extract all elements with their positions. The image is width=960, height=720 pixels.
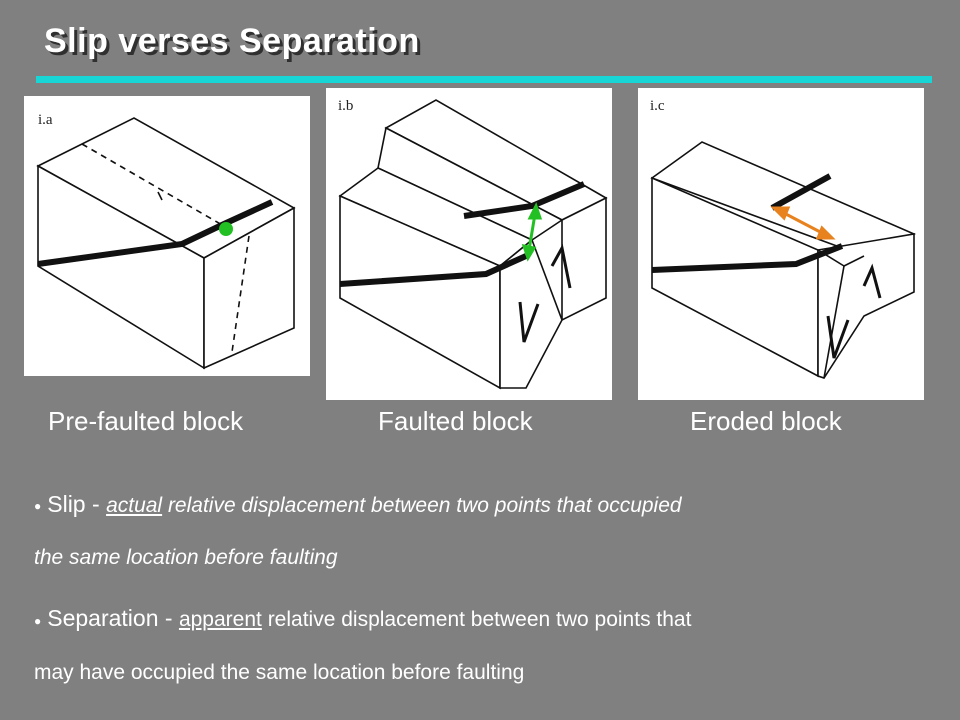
term-dash: - [85, 491, 107, 517]
separation-definition-line1: relative displacement between two points… [261, 608, 692, 632]
term-separation: Separation [47, 605, 159, 632]
figure-faulted: i.b [326, 88, 612, 400]
slip-arrow [521, 202, 543, 262]
slip-definition-line2: the same location before faulting [34, 546, 338, 570]
fault-motion-arrows [826, 263, 882, 359]
fault-motion-arrows [518, 243, 572, 343]
slip-definition-line1: relative displacement between two points… [162, 494, 682, 517]
caption-faulted: Faulted block [378, 406, 533, 436]
faulted-block-drawing [338, 99, 608, 390]
definitions-list: ● Slip - actual relative displacement bet… [34, 478, 934, 699]
panel-label-ic: i.c [650, 98, 665, 114]
panel-label-ib: i.b [338, 98, 354, 114]
bullet-dot-icon: ● [34, 613, 42, 628]
emphasis-apparent: apparent [178, 608, 262, 632]
bullet-slip: ● Slip - actual relative displacement bet… [34, 478, 934, 584]
slide-title: Slip verses Separation [44, 22, 420, 60]
figure-pre-faulted: i.a [24, 96, 310, 376]
figure-eroded: i.c [638, 88, 924, 400]
title-underline [36, 76, 932, 83]
caption-pre-faulted: Pre-faulted block [48, 406, 244, 436]
separation-arrow [770, 206, 836, 240]
panel-label-ia: i.a [38, 112, 53, 128]
emphasis-actual: actual [106, 494, 163, 517]
separation-definition-line2: may have occupied the same location befo… [34, 660, 525, 684]
bullet-separation: ● Separation - apparent relative displace… [34, 592, 934, 698]
caption-eroded: Eroded block [690, 406, 842, 436]
pre-faulted-block-drawing [36, 117, 296, 370]
bullet-dot-icon: ● [34, 499, 42, 514]
eroded-block-drawing [650, 141, 916, 379]
term-dash: - [158, 605, 179, 632]
term-slip: Slip [47, 491, 86, 517]
slip-point-marker [219, 222, 233, 236]
